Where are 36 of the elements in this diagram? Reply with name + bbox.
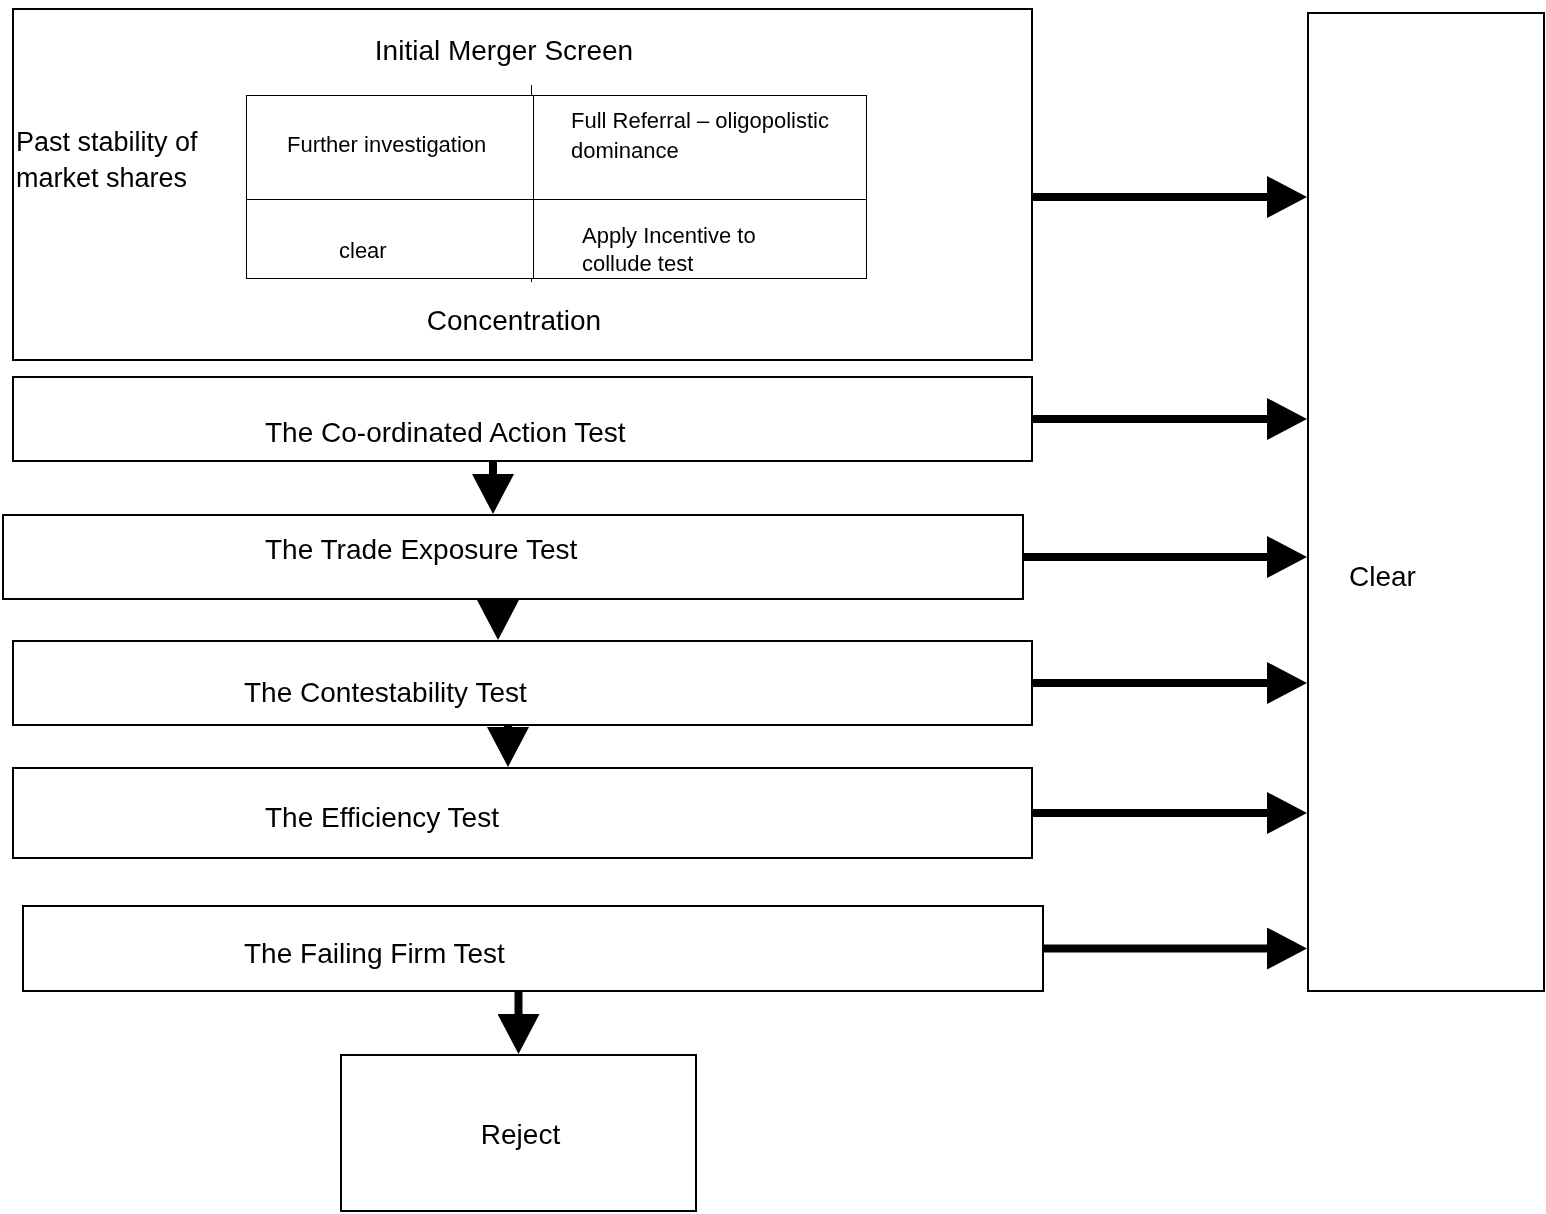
arrow	[1033, 662, 1307, 704]
box-text: Apply Incentive to collude test	[582, 222, 757, 278]
box-text: clear	[339, 237, 388, 265]
matrix-cell	[533, 199, 867, 279]
arrow	[487, 726, 529, 767]
box-text: The Efficiency Test	[265, 801, 500, 835]
arrow	[1033, 176, 1307, 218]
matrix-cell	[533, 95, 867, 200]
arrow	[477, 600, 519, 640]
arrow	[1024, 536, 1307, 578]
box-text: The Co-ordinated Action Test	[265, 416, 627, 450]
box-text: Initial Merger Screen	[373, 34, 635, 68]
box-text: Reject	[479, 1118, 562, 1152]
process-box	[1307, 12, 1545, 992]
arrow	[497, 992, 540, 1054]
matrix-cell	[246, 199, 534, 279]
box-text: The Trade Exposure Test	[265, 533, 579, 567]
arrow	[1044, 927, 1307, 970]
box-text: Further investigation	[287, 131, 488, 159]
box-text: The Failing Firm Test	[244, 937, 506, 971]
matrix-cell	[246, 95, 534, 200]
box-text: Full Referral – oligopolistic dominance	[571, 107, 830, 165]
box-text: The Contestability Test	[244, 676, 528, 710]
box-text: Concentration	[425, 304, 603, 338]
process-box	[340, 1054, 697, 1212]
process-box	[12, 640, 1033, 726]
arrow	[1033, 398, 1307, 440]
process-box	[12, 376, 1033, 462]
box-text: Clear	[1349, 560, 1417, 594]
arrow	[472, 462, 514, 514]
process-box	[12, 767, 1033, 859]
process-box	[22, 905, 1044, 992]
arrow	[1033, 792, 1307, 834]
box-text: Past stability of market shares	[16, 126, 199, 195]
process-box	[2, 514, 1024, 600]
process-box	[12, 8, 1033, 361]
